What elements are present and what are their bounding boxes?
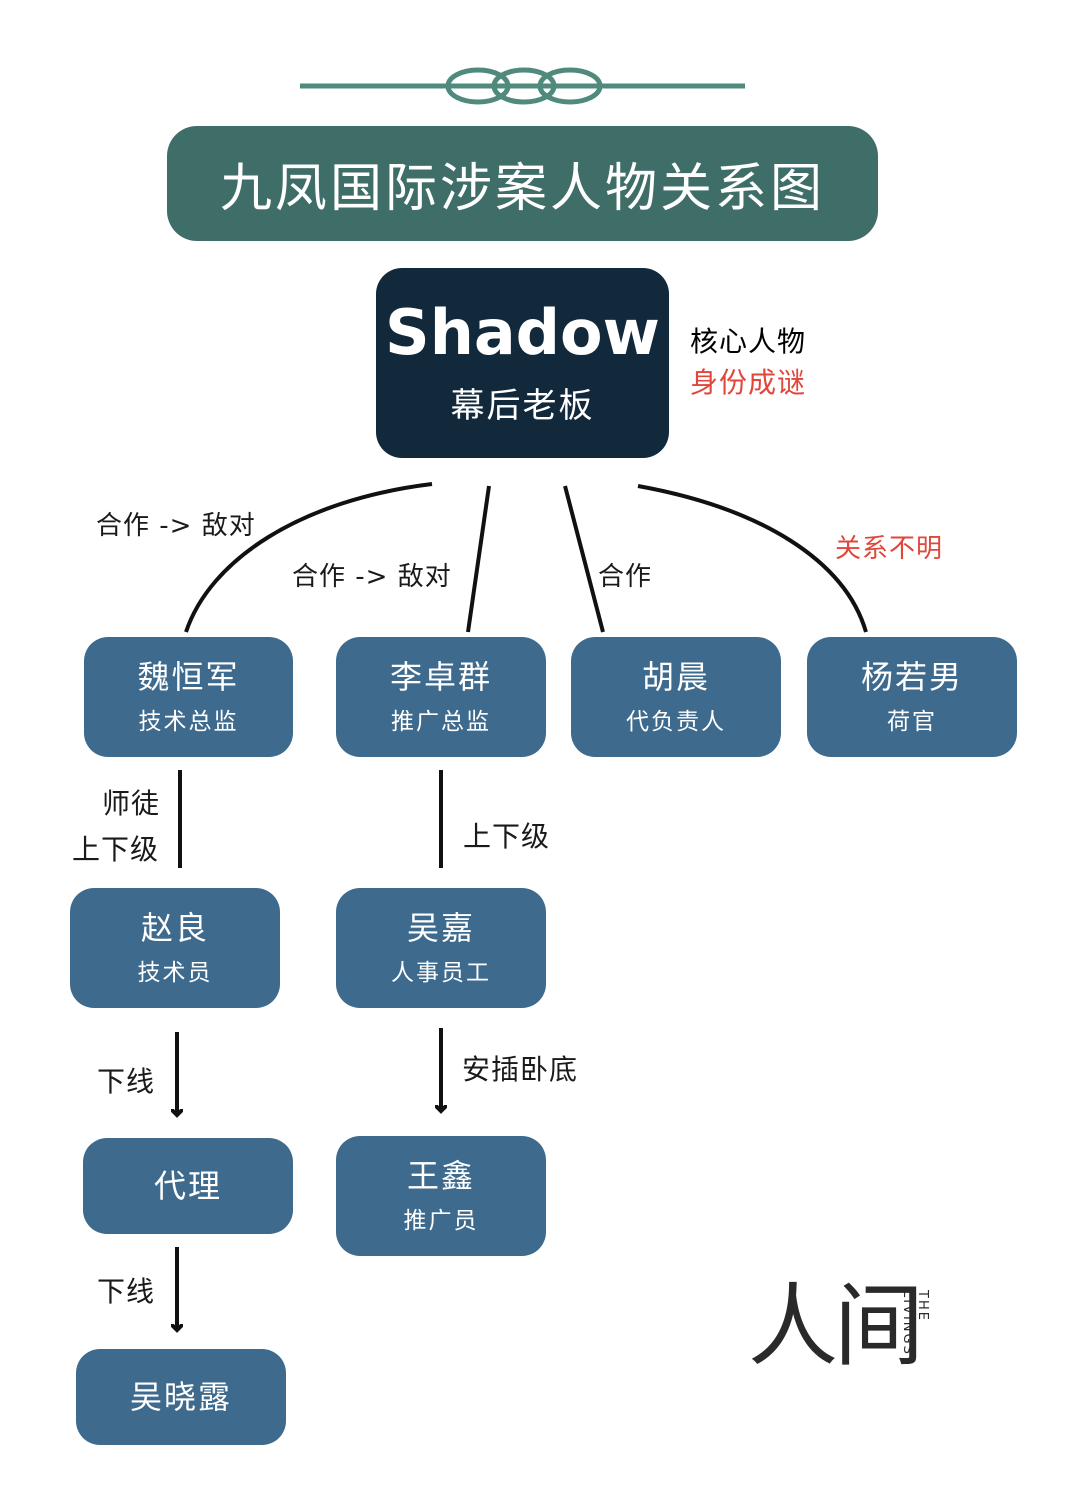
relation-label-dl-wxl: 下线 [97,1275,156,1308]
relation-label-boss-wei: 合作 -> 敌对 [96,511,256,541]
person-name: 赵良 [140,908,209,947]
person-name: 魏恒军 [137,657,240,696]
person-name: 杨若男 [860,657,963,696]
brand-logo: 人间 THE LIVINGS [748,1282,938,1392]
person-node-li: 李卓群 推广总监 [336,637,546,757]
connector-boss-hu [563,485,605,633]
relation-label-wujia-wang: 安插卧底 [462,1053,579,1086]
person-name: 代理 [153,1166,222,1205]
relation-label-boss-hu: 合作 [598,562,653,592]
person-node-yang: 杨若男 荷官 [807,637,1017,757]
relation-label-zhao-dl: 下线 [97,1065,156,1098]
person-role: 推广员 [403,1208,479,1235]
connector-boss-wei [184,482,433,633]
person-node-daili: 代理 [83,1138,293,1234]
person-name: 吴嘉 [406,908,475,947]
person-node-wuxiaolu: 吴晓露 [76,1349,286,1445]
core-annotation: 核心人物 身份成谜 [690,322,806,403]
person-node-hu: 胡晨 代负责人 [571,637,781,757]
person-node-zhao: 赵良 技术员 [70,888,280,1008]
brand-logo-main: 人间 [748,1274,924,1379]
core-name: Shadow [385,296,660,370]
core-note-2: 身份成谜 [690,365,807,399]
person-role: 技术总监 [138,709,239,736]
person-name: 李卓群 [389,657,492,696]
connector-boss-yang [637,484,868,633]
connector-boss-li [466,485,491,633]
person-role: 荷官 [887,709,937,736]
brand-logo-sub: THE LIVINGS [900,1290,930,1356]
person-name: 吴晓露 [129,1377,232,1416]
relation-label-wei-zhao-1: 师徒 [102,787,161,820]
person-role: 技术员 [137,960,213,987]
relation-label-li-wujia: 上下级 [463,820,551,853]
knot-ornament [300,67,745,105]
relation-label-boss-li: 合作 -> 敌对 [292,562,452,592]
relation-label-wei-zhao-2: 上下级 [72,833,160,866]
core-role: 幕后老板 [450,385,595,426]
person-role: 人事员工 [391,960,491,987]
person-node-wei: 魏恒军 技术总监 [84,637,293,757]
person-name: 王鑫 [406,1156,475,1195]
page-title: 九凤国际涉案人物关系图 [167,126,878,241]
person-role: 推广总监 [391,709,491,736]
person-node-wang: 王鑫 推广员 [336,1136,546,1256]
core-note-1: 核心人物 [690,325,807,358]
person-role: 代负责人 [626,709,726,736]
person-node-wujia: 吴嘉 人事员工 [336,888,546,1008]
relation-label-boss-yang: 关系不明 [835,534,944,564]
core-node-shadow: Shadow 幕后老板 [376,268,669,458]
person-name: 胡晨 [641,657,710,696]
